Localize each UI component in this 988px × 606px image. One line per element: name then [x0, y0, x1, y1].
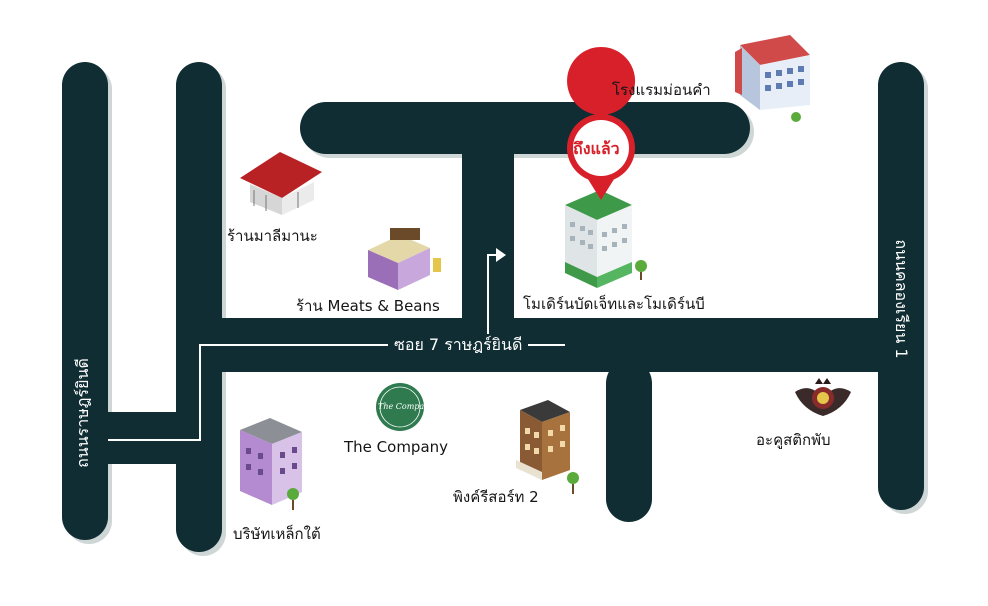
- the-company-label: The Company: [344, 438, 449, 456]
- pink-resort-label: พิงค์รีสอร์ท 2: [453, 488, 539, 506]
- road-left-inner: [176, 62, 222, 552]
- malimana-shop-icon: [240, 152, 322, 215]
- malimana-label: ร้านมาลีมานะ: [227, 227, 318, 245]
- steel-company-building-icon: [240, 418, 302, 510]
- meats-beans-label: ร้าน Meats & Beans: [296, 297, 440, 315]
- road-lower-vertical: [606, 360, 652, 522]
- right-road-label: ถนนคลองเรียน 1: [892, 239, 911, 359]
- the-company-logo-icon: [376, 383, 424, 431]
- the-company-logo-text: The Company: [378, 402, 434, 411]
- road-connector-left: [100, 412, 190, 464]
- route-line: [108, 344, 390, 441]
- steel-company-label: บริษัทเหล็กใต้: [233, 525, 321, 543]
- hotel-building-icon: [735, 35, 810, 122]
- meats-beans-shop-icon: [368, 228, 441, 290]
- road-top-loop: [300, 102, 750, 154]
- road-right-vertical: [878, 62, 924, 510]
- left-road-label: ถนนราษฎร์ยินดี: [73, 358, 92, 468]
- pink-resort-building-icon: [516, 400, 579, 494]
- road-left-outer: [62, 62, 108, 540]
- destination-building-icon: [565, 190, 647, 288]
- destination-pin-icon: [567, 47, 636, 200]
- hotel-label: โรงแรมม่อนคำ: [612, 81, 711, 99]
- destination-name: โมเดิร์นบัดเจ็ทและโมเดิร์นบี: [523, 295, 705, 313]
- acoustic-pub-logo-icon: [795, 378, 851, 416]
- acoustic-pub-label: อะคูสติกพับ: [756, 431, 831, 449]
- destination-pin-label: ถึงแล้ว: [573, 139, 620, 158]
- route-arrow-icon: [496, 248, 506, 262]
- soi-7-road-label: ซอย 7 ราษฎร์ยินดี: [388, 334, 529, 356]
